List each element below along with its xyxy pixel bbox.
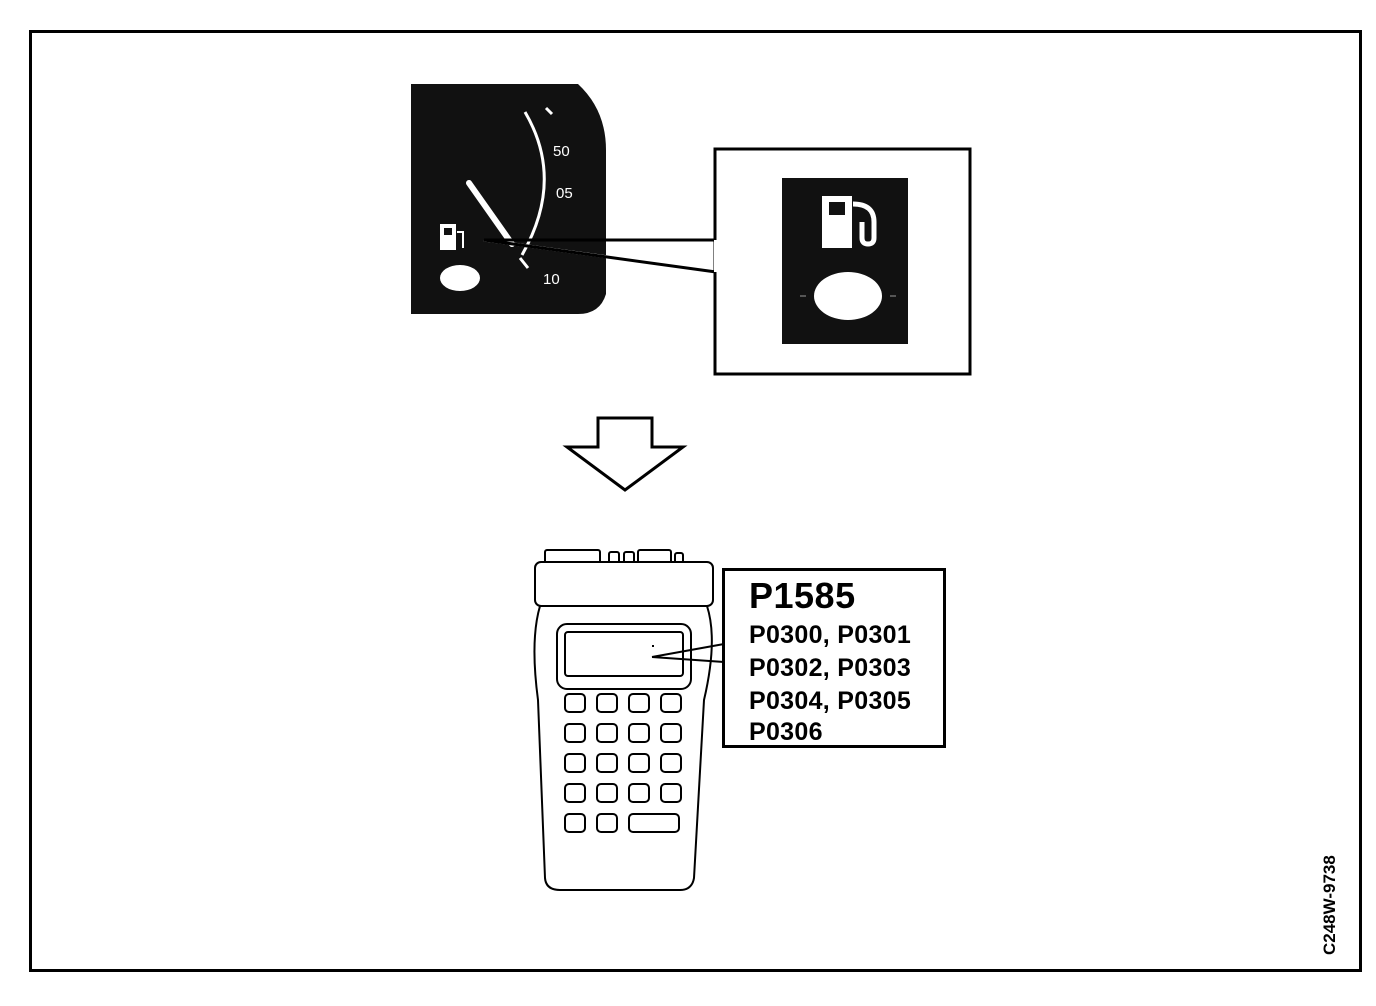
gauge-tick-top: 50 (553, 143, 570, 160)
gauge-tick-mid: 05 (556, 185, 573, 202)
lamp-callout (483, 147, 972, 376)
dtc-line-4: P0306 (749, 718, 823, 746)
fuel-warning-lamp-large (814, 272, 882, 320)
dtc-line-2: P0302, P0303 (749, 654, 912, 682)
scan-tool-screen (564, 631, 684, 677)
scan-tool (533, 549, 725, 891)
down-arrow-icon (562, 416, 688, 492)
fuel-warning-lamp (440, 265, 480, 291)
gauge-tick-bottom: 10 (543, 271, 560, 288)
primary-dtc: P1585 (749, 575, 856, 616)
scan-tool-keypad (564, 693, 682, 833)
dtc-line-3: P0304, P0305 (749, 687, 912, 715)
fuel-gauge: 50 05 10 (411, 84, 719, 314)
dtc-line-1: P0300, P0301 (749, 621, 912, 649)
figure-frame (29, 30, 1362, 972)
fuel-pump-icon (440, 224, 464, 250)
fuel-pump-icon-large (822, 196, 877, 248)
trouble-code-box: P1585 P0300, P0301 P0302, P0303 P0304, P… (722, 568, 946, 748)
figure-id: C248W-9738 (1320, 855, 1339, 955)
